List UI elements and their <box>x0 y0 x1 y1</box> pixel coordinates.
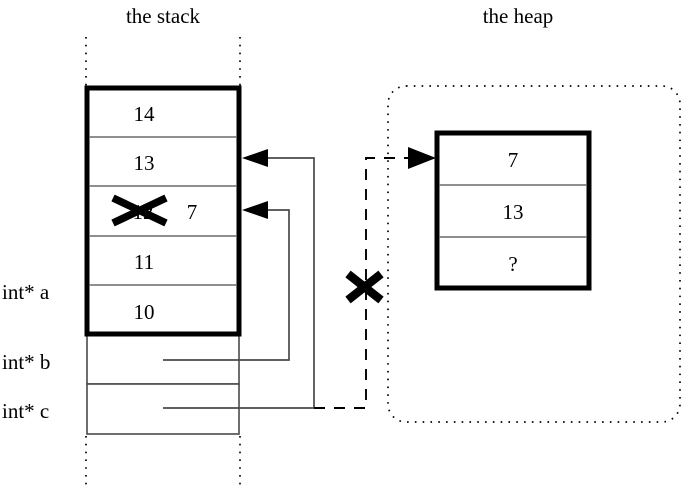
stack-pointer-cell-b <box>86 333 240 385</box>
stack-label-c: int* c <box>2 399 49 423</box>
heap-cell-value-2: ? <box>508 252 517 276</box>
stack-cell-value-3: 11 <box>134 250 154 274</box>
stack-title: the stack <box>126 4 201 28</box>
stack-cell-value-2: 7 <box>187 200 198 224</box>
strikethrough-cross-icon <box>111 194 168 227</box>
pointer-arrow-dangling-heap <box>314 147 436 409</box>
heap-region-boundary <box>387 85 681 423</box>
stack-cell-value-1: 13 <box>134 151 155 175</box>
stack-cell-value-0: 14 <box>134 102 156 126</box>
heap-cell-value-1: 13 <box>503 200 524 224</box>
invalid-pointer-cross-icon <box>345 270 384 304</box>
heap-block-box <box>434 130 592 291</box>
stack-cell-value-4: 10 <box>134 300 155 324</box>
stack-frame-box <box>84 85 242 337</box>
stack-label-b: int* b <box>2 350 50 374</box>
stack-label-a: int* a <box>2 280 50 304</box>
heap-cell-value-0: 7 <box>508 148 519 172</box>
heap-title: the heap <box>483 4 554 28</box>
pointer-arrow-b <box>163 201 290 361</box>
stack-pointer-cell-c <box>86 383 240 435</box>
pointer-arrow-c <box>163 149 315 409</box>
